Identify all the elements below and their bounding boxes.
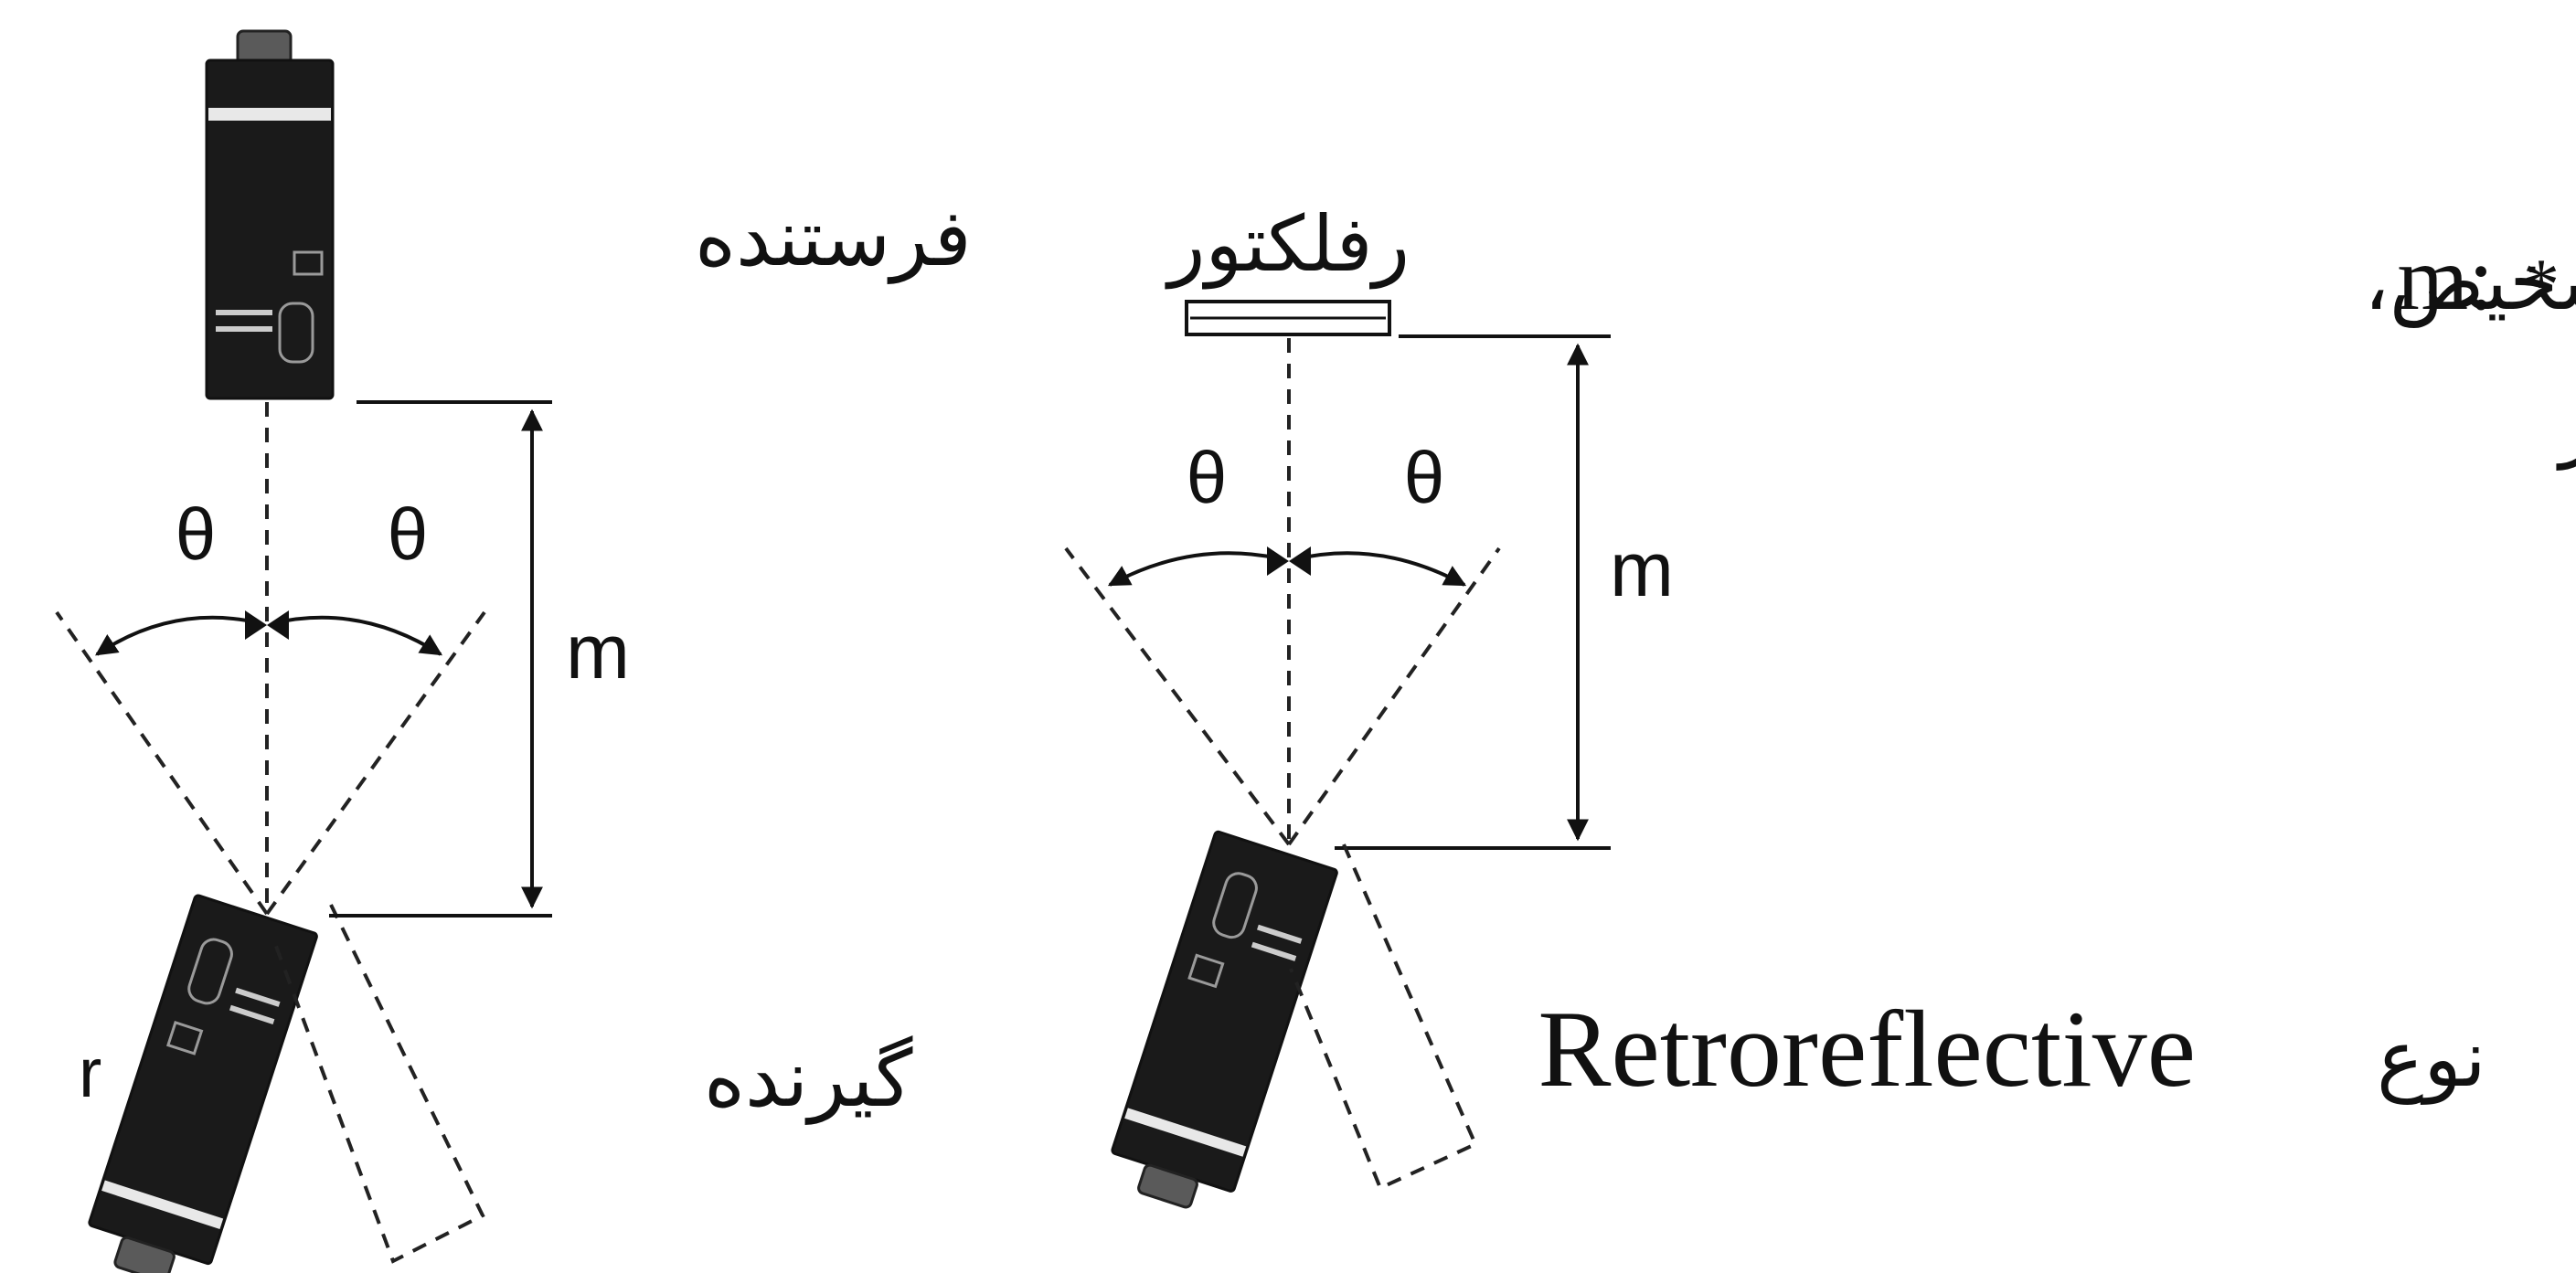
transmitter-lens xyxy=(278,302,314,364)
note-line2: تتا: زاویه سنسور xyxy=(2556,379,2576,471)
left-arc-center-arrows xyxy=(245,610,289,640)
receiver-label-band xyxy=(101,1180,224,1229)
middle-cone-edge-right xyxy=(1287,546,1501,846)
retro-sensor-stripe-2 xyxy=(1251,941,1297,961)
through-beam-diagram xyxy=(55,29,552,1273)
receiver-body xyxy=(88,894,318,1266)
retro-ghost-outline xyxy=(1289,843,1478,1191)
middle-arc-left xyxy=(1107,551,1283,587)
retro-sensor-connector xyxy=(1137,1163,1198,1209)
transmitter-sensor xyxy=(205,29,335,400)
retro-sensor-label-band xyxy=(1124,1108,1247,1157)
middle-arc-center-arrows xyxy=(1267,546,1311,576)
note-m-symbol: m: xyxy=(2397,228,2494,329)
middle-cone-edge-left xyxy=(1064,546,1291,846)
transmitter-indicator xyxy=(293,250,324,276)
retro-sensor-indicator xyxy=(1187,953,1225,989)
retroreflective-diagram xyxy=(1064,300,1611,1209)
receiver-label: گیرنده xyxy=(704,1034,913,1125)
transmitter-label: فرستنده xyxy=(695,193,972,284)
receiver-stripe-1 xyxy=(235,987,281,1007)
left-theta-right: θ xyxy=(388,493,429,575)
retro-sensor xyxy=(1111,830,1338,1209)
reflector-label: رفلکتور xyxy=(1165,199,1410,290)
note-symbol: * xyxy=(2523,245,2560,325)
middle-theta-right: θ xyxy=(1404,437,1445,518)
type-name: Retroreflective xyxy=(1538,988,2196,1109)
stray-letter: r xyxy=(79,1034,101,1112)
receiver-lens xyxy=(187,938,233,1005)
receiver-indicator xyxy=(166,1021,204,1056)
retro-sensor-stripe-1 xyxy=(1256,924,1303,944)
receiver-sensor xyxy=(88,894,318,1273)
receiver-stripe-2 xyxy=(229,1004,275,1024)
retro-sensor-lens xyxy=(1212,872,1258,939)
type-caption: نوع Retroreflective xyxy=(1538,988,2486,1109)
reflector xyxy=(1185,300,1391,336)
receiver-ghost-outline xyxy=(272,904,485,1264)
left-theta-left: θ xyxy=(176,493,217,575)
left-arc-right xyxy=(272,615,443,656)
left-cone-edge-left xyxy=(55,610,269,916)
left-distance-label: m xyxy=(566,609,630,695)
left-cone-edge-right xyxy=(265,610,486,916)
middle-arc-right xyxy=(1294,551,1467,587)
transmitter-label-band xyxy=(208,108,331,121)
note-line1-text: فاصله تشخیص، xyxy=(2364,237,2576,328)
middle-distance-label: m xyxy=(1610,526,1674,612)
type-word: نوع xyxy=(2377,1013,2486,1105)
receiver-connector xyxy=(113,1236,176,1273)
left-arc-left xyxy=(95,615,261,656)
legend-note: * m: فاصله تشخیص، تتا: زاویه سنسور xyxy=(2364,228,2576,471)
middle-theta-left: θ xyxy=(1187,437,1228,518)
